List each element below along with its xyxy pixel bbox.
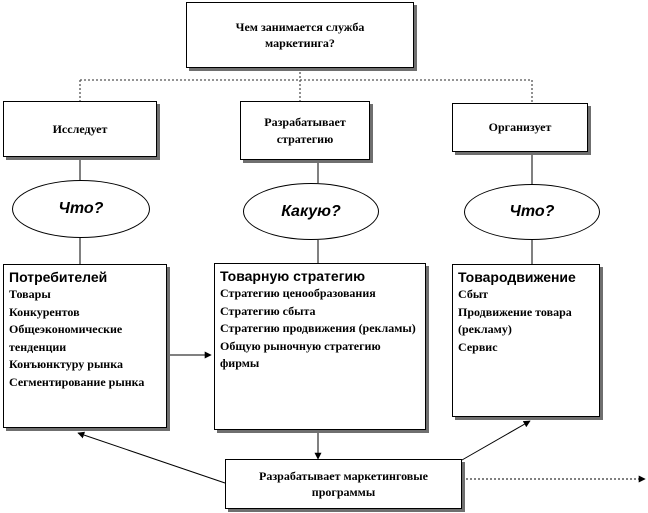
list-item: Сбыт	[458, 287, 489, 302]
question-strategy: Какую?	[281, 202, 341, 220]
action-label-organize: Организует	[488, 120, 552, 135]
list-item: Конкурентов	[9, 304, 80, 319]
list-title-research: Потребителей	[9, 269, 108, 285]
programs-label: Разрабатывает маркетинговые программы	[259, 468, 428, 499]
root-box: Чем занимается служба маркетинга?	[186, 2, 414, 68]
list-item: Сегментирование рынка	[9, 374, 145, 389]
list-item: Стратегию продвижения (рекламы)	[220, 321, 416, 336]
question-organize: Что?	[509, 203, 555, 220]
list-box-strategy: Товарную стратегию Стратегию ценообразов…	[214, 263, 426, 430]
list-item: Конъюнктуру рынка	[9, 357, 123, 372]
list-item: Стратегию сбыта	[220, 303, 316, 318]
action-box-research: Исследует	[3, 101, 157, 157]
list-title-organize: Товародвижение	[458, 269, 576, 285]
action-box-strategy: Разрабатывает стратегию	[240, 101, 370, 160]
list-title-strategy: Товарную стратегию	[220, 268, 366, 284]
action-label-research: Исследует	[52, 121, 108, 136]
programs-box: Разрабатывает маркетинговые программы	[225, 459, 462, 509]
flow-arrows	[77, 351, 646, 484]
list-item: Стратегию ценообразования	[220, 286, 376, 301]
action-label-strategy: Разрабатывает стратегию	[264, 115, 346, 146]
action-box-organize: Организует	[452, 103, 588, 152]
root-title: Чем занимается служба маркетинга?	[235, 19, 365, 50]
question-ellipse-strategy: Какую?	[243, 183, 379, 240]
arrow-programs-to-research	[77, 431, 226, 484]
question-research: Что?	[58, 200, 104, 217]
question-ellipse-organize: Что?	[464, 184, 600, 240]
list-item: Товары	[9, 287, 51, 302]
list-item: Общую рыночную стратегию фирмы	[220, 338, 381, 371]
list-item: Общеэкономические тенденции	[9, 322, 123, 354]
list-item: Сервис	[458, 339, 498, 354]
root-connector	[79, 68, 533, 103]
arrow-programs-to-organize	[461, 420, 531, 461]
branch-connectors	[79, 152, 533, 264]
list-item: Продвижение товара (рекламу)	[458, 304, 572, 337]
question-ellipse-research: Что?	[12, 180, 150, 238]
